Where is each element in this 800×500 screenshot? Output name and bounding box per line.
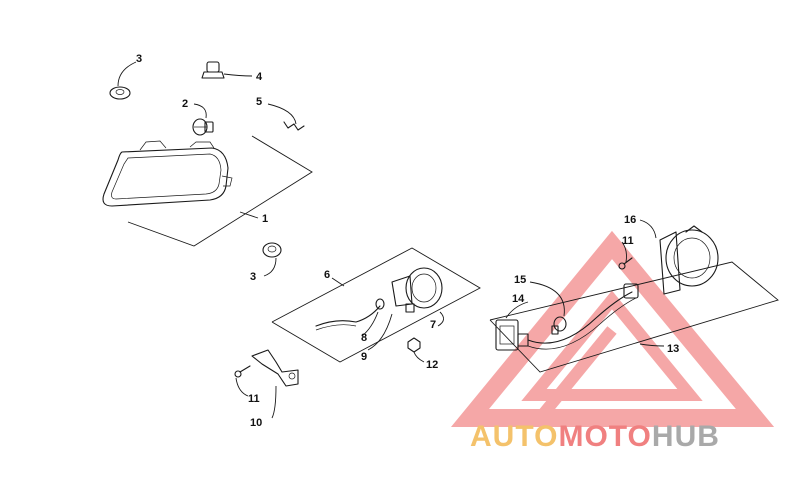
leader-2 [193, 103, 207, 119]
callout-16: 16 [624, 214, 636, 226]
fog-lamp-left [391, 267, 443, 313]
wire-clip [283, 121, 305, 131]
callout-9: 9 [361, 351, 367, 363]
leader-1 [239, 211, 259, 219]
callout-8: 8 [361, 332, 367, 344]
socket-right [623, 283, 639, 299]
leader-6 [331, 277, 345, 287]
leader-12 [413, 351, 425, 363]
callout-4: 4 [256, 71, 263, 83]
callout-3-top: 3 [136, 53, 142, 65]
watermark-triangle [450, 230, 775, 427]
callout-14: 14 [512, 293, 525, 305]
callout-3-bottom: 3 [250, 271, 256, 283]
callout-12: 12 [426, 359, 438, 371]
leader-15 [529, 281, 565, 317]
connector [495, 319, 529, 351]
leader-6-box [271, 247, 481, 363]
leader-13 [639, 343, 665, 347]
fog-lamp-right [659, 225, 719, 295]
callout-10: 10 [250, 417, 262, 429]
nut [407, 337, 421, 353]
callout-2: 2 [182, 98, 188, 110]
leader-9 [367, 313, 393, 351]
leader-8 [361, 311, 379, 337]
headlight-housing [102, 140, 233, 207]
callout-15: 15 [514, 274, 526, 286]
leader-14 [505, 301, 529, 319]
callout-11-left: 11 [248, 393, 260, 405]
watermark-hub: HUB [652, 420, 720, 453]
screw-left [234, 365, 251, 378]
watermark-auto: AUTO [470, 420, 558, 453]
callout-11-right: 11 [622, 235, 634, 247]
leader-4 [223, 73, 253, 77]
bulb [192, 118, 214, 136]
svg-text:AUTOMOTOHUB: AUTOMOTOHUB [470, 420, 720, 453]
bulb-right [551, 316, 567, 335]
leader-11a [235, 377, 249, 397]
callout-5: 5 [256, 96, 262, 108]
watermark-moto: MOTO [558, 420, 651, 453]
leader-3b [263, 257, 277, 277]
harness-right [527, 291, 633, 344]
leader-7 [437, 311, 444, 327]
leader-10 [271, 385, 277, 419]
leader-3a [117, 61, 137, 87]
harness-left [315, 305, 381, 327]
screw-right [618, 257, 633, 270]
grommet-bottom [262, 242, 282, 258]
leader-5 [267, 103, 297, 125]
leader-11b [621, 241, 627, 263]
small-bulb [375, 298, 385, 310]
leader-16 [639, 219, 657, 239]
watermark-logo: AUTOMOTOHUB [470, 420, 720, 453]
callout-13: 13 [667, 343, 679, 355]
callout-6: 6 [324, 269, 330, 281]
grommet-top [109, 86, 131, 100]
callout-7: 7 [430, 319, 436, 331]
callout-1: 1 [262, 213, 268, 225]
leader-1-box [127, 135, 313, 247]
bracket [251, 349, 299, 387]
leader-13-box [489, 261, 779, 373]
socket [201, 61, 225, 79]
